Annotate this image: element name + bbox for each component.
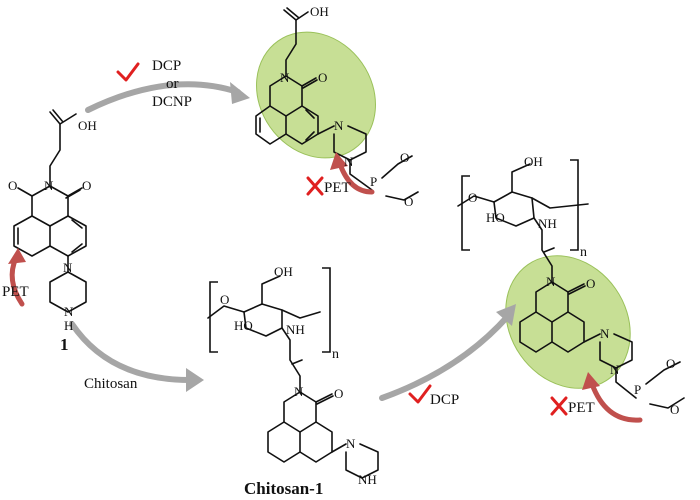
- arrow-head-bottom: [186, 368, 204, 392]
- check-mark-right: [408, 384, 432, 404]
- atom-o-top: O: [318, 70, 327, 85]
- pet-arrow-top-head: [330, 152, 348, 170]
- atom-nh-chitosan: NH: [286, 322, 305, 337]
- compound-1-structure: [13, 109, 87, 313]
- top-product-structure: [255, 7, 419, 201]
- reagent-chitosan: Chitosan: [84, 376, 138, 392]
- atom-o-chitosan-b: O: [334, 386, 343, 401]
- cross-mark-top: [306, 176, 324, 196]
- right-product-structure: [457, 159, 685, 409]
- pet-arrow-1-head: [8, 248, 26, 264]
- atom-o-right-b: O: [586, 276, 595, 291]
- reagent-dcnp: DCNP: [152, 94, 192, 110]
- atom-n-top-b: N: [334, 118, 344, 133]
- atom-nh-chitosan-b: NH: [358, 472, 377, 487]
- atom-h-1: H: [64, 318, 73, 333]
- atom-o-top-b: O: [400, 150, 409, 165]
- reaction-arrow-bottom: [69, 321, 193, 383]
- bracket-left: [209, 281, 218, 353]
- chitosan-1-structure: [207, 267, 379, 479]
- atom-oh-top: OH: [310, 4, 329, 19]
- atom-n-right: N: [546, 274, 556, 289]
- arrow-head-top: [230, 82, 250, 104]
- atom-n-chitosan-b: N: [346, 436, 356, 451]
- atom-ho-chitosan: HO: [234, 318, 253, 333]
- arrow-head-right: [496, 304, 516, 326]
- atom-o-1b: O: [82, 178, 91, 193]
- check-mark-top: [116, 62, 140, 82]
- reagent-or: or: [166, 76, 179, 92]
- atom-o-top-c: O: [404, 194, 413, 209]
- atom-o-chitosan: O: [220, 292, 229, 307]
- atom-p-right: P: [634, 382, 641, 397]
- reagent-dcp-right: DCP: [430, 392, 459, 408]
- atom-o-1a: O: [8, 178, 17, 193]
- atom-o-right: O: [468, 190, 477, 205]
- atom-oh-1: OH: [78, 118, 97, 133]
- atom-n-right-c: N: [610, 362, 620, 377]
- repeat-n-right: n: [580, 245, 587, 260]
- atom-oh-chitosan: OH: [274, 264, 293, 279]
- reaction-arrow-right: [379, 313, 511, 401]
- atom-o-right-d: O: [670, 402, 679, 417]
- atom-ho-right: HO: [486, 210, 505, 225]
- highlight-ellipse-top: [256, 31, 376, 159]
- atom-oh-right: OH: [524, 154, 543, 169]
- pet-arrow-right: [589, 381, 643, 423]
- atom-o-right-c: O: [666, 356, 675, 371]
- bracket-right: [322, 267, 331, 353]
- atom-n-1c: N: [64, 304, 74, 319]
- atom-nh-right: NH: [538, 216, 557, 231]
- compound-1-label: 1: [60, 335, 69, 354]
- reaction-arrow-top: [85, 81, 241, 113]
- compound-chitosan-1-label: Chitosan-1: [244, 479, 323, 498]
- pet-label-1: PET: [2, 284, 29, 300]
- atom-n-top-c: N: [344, 154, 354, 169]
- pet-label-top: PET: [324, 180, 351, 196]
- repeat-n-chitosan: n: [332, 347, 339, 362]
- atom-n-chitosan: N: [294, 384, 304, 399]
- atom-n-right-b: N: [600, 326, 610, 341]
- cross-mark-right: [550, 396, 568, 416]
- reagent-dcp-top: DCP: [152, 58, 181, 74]
- pet-arrow-top: [337, 161, 375, 195]
- atom-labels: OH N O O N N H OH N O N N P O O O OH HO …: [8, 4, 679, 487]
- atom-n-1b: N: [63, 260, 73, 275]
- atom-p-top: P: [370, 174, 377, 189]
- pet-label-right: PET: [568, 400, 595, 416]
- atom-n-1: N: [44, 178, 54, 193]
- highlight-ellipse-right: [505, 255, 631, 389]
- pet-arrow-right-head: [582, 372, 600, 390]
- bracket-left-right: [461, 175, 470, 251]
- atom-n-top: N: [280, 70, 290, 85]
